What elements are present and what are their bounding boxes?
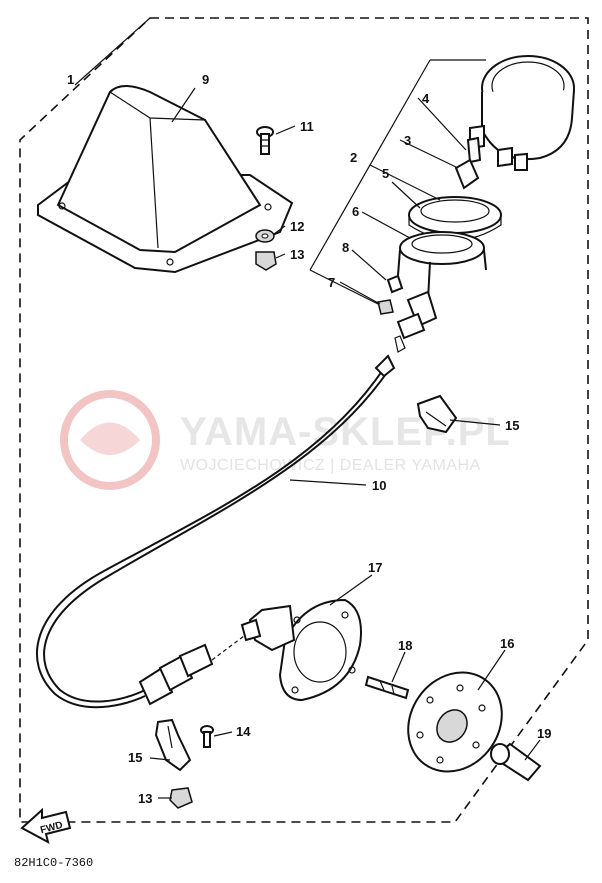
diagram-code: 82H1C0-7360 (14, 856, 93, 870)
socket-part-3 (454, 158, 480, 190)
nut-part-7 (377, 299, 394, 315)
nut-part-13-upper (255, 251, 277, 271)
label-part-10: 10 (372, 478, 386, 493)
meter-assembly-bracket-lines (309, 59, 486, 305)
label-part-14: 14 (236, 724, 251, 739)
meter-cable-part-10 (35, 354, 396, 709)
washer-part-12 (255, 229, 275, 243)
label-part-15-upper: 15 (505, 418, 519, 433)
label-part-1: 1 (67, 72, 74, 87)
watermark-logo-mark (80, 422, 140, 455)
label-part-17: 17 (368, 560, 382, 575)
label-part-15-lower: 15 (128, 750, 142, 765)
screw-part-14 (200, 725, 214, 748)
gear-unit-part-17 (211, 598, 362, 702)
label-part-5: 5 (382, 166, 389, 181)
speedometer-meter (469, 55, 575, 171)
label-part-4: 4 (422, 91, 430, 106)
cable-upper-fitting (394, 290, 438, 353)
label-part-19: 19 (537, 726, 551, 741)
pin-part-18 (364, 675, 410, 700)
damper-part-8 (386, 274, 404, 294)
drive-plate-part-16 (407, 671, 503, 773)
cable-guide-part-15-upper (416, 394, 458, 434)
watermark-subtitle: WOJCIECHOWICZ | DEALER YAMAHA (180, 457, 481, 474)
cover-part-9 (37, 85, 294, 274)
part-labels: 1 9 11 12 13 4 3 2 5 6 8 7 15 10 17 18 1… (67, 72, 551, 806)
cable-clamp-part-15-lower (154, 718, 192, 772)
label-part-6: 6 (352, 204, 359, 219)
label-part-13-lower: 13 (138, 791, 152, 806)
bolt-part-19 (490, 742, 542, 782)
forward-arrow: FWD (20, 807, 72, 844)
bulb-part-4 (466, 136, 482, 164)
label-part-11: 11 (300, 119, 314, 134)
label-part-2: 2 (350, 150, 357, 165)
label-part-3: 3 (404, 133, 411, 148)
watermark-logo-ring (60, 390, 160, 490)
screw-part-11 (256, 126, 274, 155)
label-part-7: 7 (328, 275, 335, 290)
bracket-part-6 (397, 231, 487, 301)
label-part-16: 16 (500, 636, 514, 651)
label-part-9: 9 (202, 72, 209, 87)
label-part-13-upper: 13 (290, 247, 304, 262)
label-part-8: 8 (342, 240, 349, 255)
nut-part-13-lower (169, 787, 193, 809)
label-part-12: 12 (290, 219, 304, 234)
assembly-boundary (19, 17, 589, 823)
leader-lines (74, 17, 541, 799)
label-part-18: 18 (398, 638, 412, 653)
rubber-part-5 (408, 196, 502, 241)
